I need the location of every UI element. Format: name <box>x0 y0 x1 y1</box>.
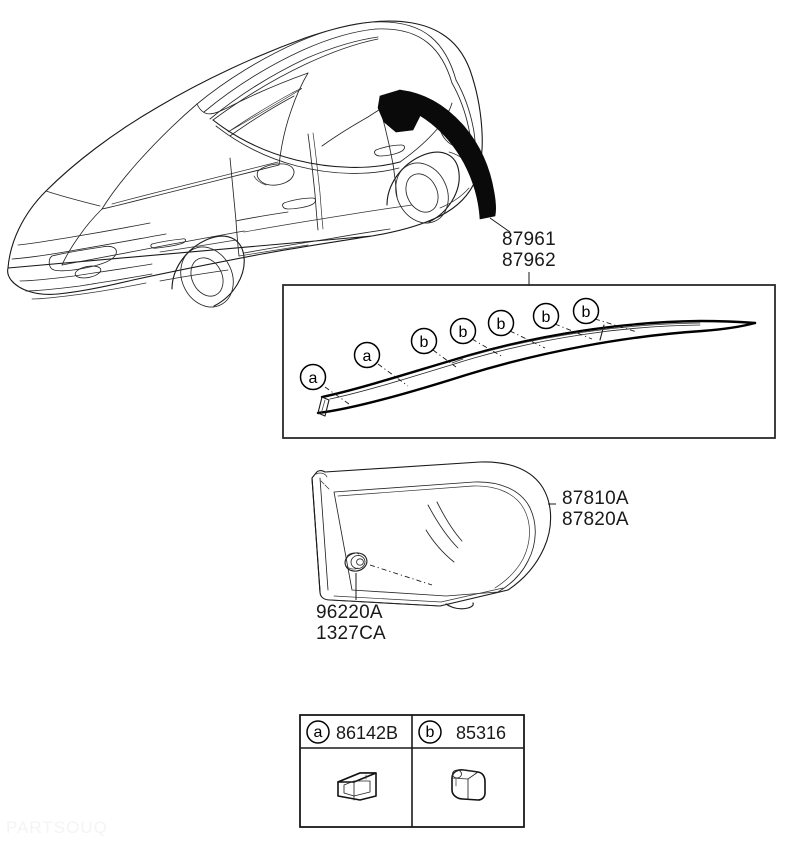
callout-roof-molding: 87961 87962 <box>502 229 556 286</box>
molding-bubble-callouts: a a b b b b b <box>299 297 638 405</box>
callout-quarter-glass: 87810A 87820A <box>562 488 629 530</box>
legend-entry-b[interactable]: b 85316 <box>418 720 506 801</box>
leader-car-to-molding-label <box>489 217 511 233</box>
bubble-b-5-label: b <box>582 304 591 321</box>
leader-bubble-b-5 <box>594 318 638 333</box>
leader-bubble-b-3 <box>509 330 546 349</box>
callout-grommet: 96220A 1327CA <box>316 602 386 644</box>
bubble-a-1[interactable] <box>299 363 327 391</box>
bubble-b-2-label: b <box>459 324 468 341</box>
molding-detail-panel: a a b b b b b <box>282 284 776 439</box>
leader-bubble-a-1 <box>324 386 350 405</box>
bubble-b-1[interactable] <box>410 327 438 355</box>
leader-grommet-to-glass <box>369 564 433 586</box>
glass-reflection-line-3 <box>425 529 455 563</box>
glass-reflection-line-1 <box>427 504 459 549</box>
grommet-part <box>344 552 368 572</box>
legend-bubble-a <box>306 720 330 744</box>
grommet-partnum-line1: 96220A <box>316 602 383 623</box>
glass-reflection-line-2 <box>436 501 463 542</box>
legend-code-b: 85316 <box>456 723 506 743</box>
bubble-a-2-label: a <box>363 348 372 365</box>
grommet-partnum-line2: 1327CA <box>316 623 386 644</box>
legend-bubble-b-label: b <box>426 724 435 741</box>
bubble-b-1-label: b <box>420 334 429 351</box>
leader-bubble-b-4 <box>554 323 593 340</box>
roof-molding-partnum-line1: 87961 <box>502 229 556 250</box>
bubble-a-2[interactable] <box>353 341 381 369</box>
legend-bubble-a-label: a <box>314 724 323 741</box>
bubble-b-4-label: b <box>542 309 551 326</box>
watermark-label: PARTSOUQ <box>6 818 108 837</box>
bubble-b-3-label: b <box>497 316 506 333</box>
bubble-b-4[interactable] <box>532 302 560 330</box>
quarter-glass-partnum-line1: 87810A <box>562 488 629 509</box>
legend-entry-a[interactable]: a 86142B <box>306 720 398 801</box>
roof-molding-partnum-line2: 87962 <box>502 250 556 271</box>
vehicle-illustration <box>7 20 496 308</box>
roof-molding-part <box>316 319 757 417</box>
bubble-b-2[interactable] <box>449 317 477 345</box>
rounded-clip-icon <box>451 769 486 801</box>
legend-code-a: 86142B <box>336 723 398 743</box>
bubble-a-1-label: a <box>309 370 318 387</box>
bubble-b-3[interactable] <box>487 309 515 337</box>
legend-bubble-b <box>418 720 442 744</box>
bubble-b-5[interactable] <box>572 297 600 325</box>
quarter-glass-partnum-line2: 87820A <box>562 509 629 530</box>
legend-table: a 86142B b 85316 <box>299 714 525 828</box>
quarter-glass-assembly <box>311 461 552 610</box>
molding-panel-frame <box>282 284 776 439</box>
leader-bubble-b-1 <box>432 349 457 368</box>
rectangular-clip-icon <box>337 772 377 801</box>
